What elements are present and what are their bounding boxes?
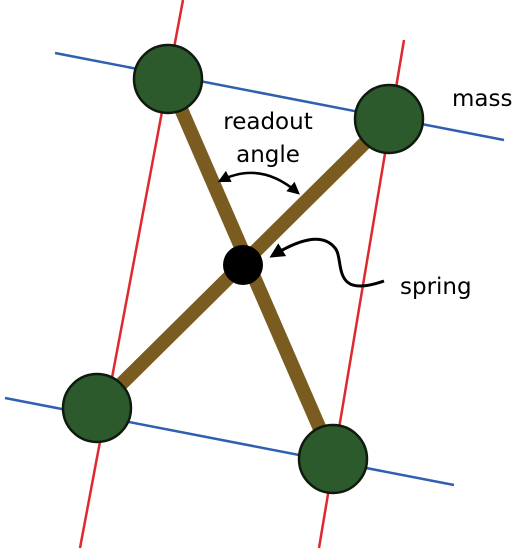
mass-label: mass (452, 86, 512, 112)
mass-top-left (132, 43, 204, 115)
readout-label-line1: readout (223, 109, 312, 135)
mass-bottom-right (297, 423, 369, 495)
top-blue-line (54, 51, 505, 142)
mass-top-right (353, 83, 425, 155)
mass-bottom-left (61, 372, 133, 444)
spring-pivot (223, 245, 263, 285)
curved-double-arrow-icon (217, 170, 300, 195)
readout-label-line2: angle (236, 142, 300, 168)
wavy-arrow-icon (269, 237, 385, 288)
spring-label: spring (400, 274, 472, 300)
